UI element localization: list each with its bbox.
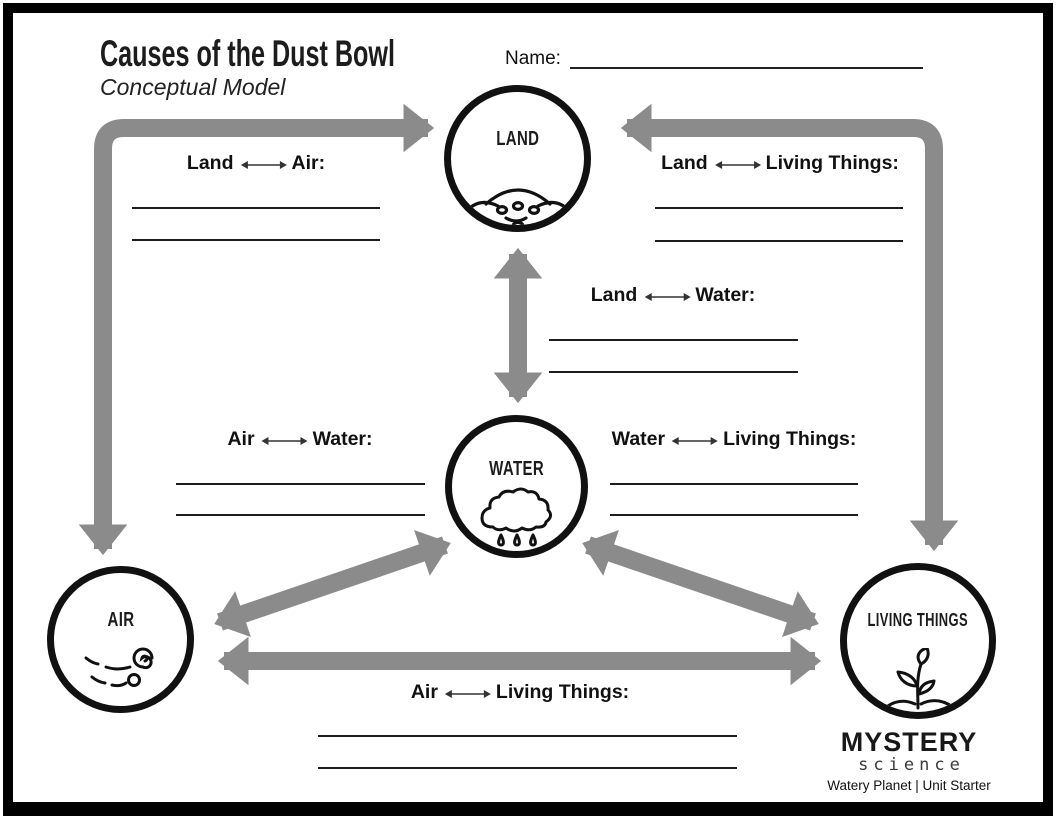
label-land-air-left: Land <box>186 152 234 174</box>
label-land-water: Land Water: <box>591 284 756 307</box>
label-land-living-things: Land Living Things: <box>661 152 899 175</box>
label-land-air: Land Air: <box>187 152 325 175</box>
node-living-things-label: LIVING THINGS <box>867 610 969 630</box>
label-land-living-left: Land <box>661 152 708 174</box>
label-water-living-things: Water Living Things: <box>612 428 857 451</box>
label-land-water-left: Land <box>590 284 638 306</box>
arrow-water-living-things <box>582 529 819 638</box>
answer-line-air-water-2[interactable] <box>176 514 425 516</box>
label-air-water-left: Air <box>227 428 255 450</box>
double-arrow-icon <box>672 436 719 445</box>
node-land-label: LAND <box>495 128 540 150</box>
wind-icon <box>84 647 153 688</box>
node-water-label: WATER <box>489 458 544 480</box>
sprout-icon <box>883 648 955 710</box>
name-input-line[interactable] <box>570 47 923 69</box>
answer-line-air-living-2[interactable] <box>318 767 737 769</box>
node-living-things: LIVING THINGS <box>840 563 996 719</box>
brand-science: science <box>858 755 965 775</box>
label-air-living-left: Air <box>410 681 438 703</box>
answer-line-air-water-1[interactable] <box>176 483 425 485</box>
answer-line-air-living-1[interactable] <box>318 735 737 737</box>
double-arrow-icon <box>261 436 308 445</box>
label-water-living-left: Water <box>611 428 666 450</box>
page-title: Causes of the Dust Bowl <box>100 33 395 74</box>
label-land-water-right: Water: <box>695 284 756 306</box>
answer-line-land-living-2[interactable] <box>655 240 903 242</box>
answer-line-land-water-1[interactable] <box>549 339 798 341</box>
soil-icon <box>461 188 574 225</box>
double-arrow-icon <box>444 689 491 698</box>
answer-line-land-air-1[interactable] <box>132 207 380 209</box>
answer-line-land-air-2[interactable] <box>132 239 380 241</box>
brand-block: MYSTERY science Watery Planet | Unit Sta… <box>814 729 1004 793</box>
name-label: Name: <box>505 48 561 69</box>
page-subtitle: Conceptual Model <box>100 74 286 100</box>
double-arrow-icon <box>714 160 761 169</box>
label-air-living-things: Air Living Things: <box>411 681 629 704</box>
label-land-air-right: Air: <box>291 152 326 174</box>
double-arrow-icon <box>240 160 287 169</box>
brand-tagline: Watery Planet | Unit Starter <box>827 777 991 793</box>
label-land-living-right: Living Things: <box>765 152 899 174</box>
node-air: AIR <box>47 566 194 713</box>
label-air-water-right: Water: <box>312 428 373 450</box>
node-water: WATER <box>445 415 588 558</box>
rain-cloud-icon <box>480 487 552 547</box>
node-air-label: AIR <box>107 609 134 631</box>
answer-line-water-living-1[interactable] <box>610 483 858 485</box>
double-arrow-icon <box>644 292 691 301</box>
arrow-land-living-things <box>620 103 959 552</box>
answer-line-land-water-2[interactable] <box>549 371 798 373</box>
node-land: LAND <box>444 85 591 232</box>
answer-line-water-living-2[interactable] <box>610 514 858 516</box>
arrow-water-air <box>214 529 451 638</box>
label-water-living-right: Living Things: <box>723 428 857 450</box>
answer-line-land-living-1[interactable] <box>655 207 903 209</box>
label-air-water: Air Water: <box>227 428 372 451</box>
arrow-land-air <box>78 103 435 556</box>
brand-mystery: MYSTERY <box>840 727 978 757</box>
label-air-living-right: Living Things: <box>495 681 630 703</box>
